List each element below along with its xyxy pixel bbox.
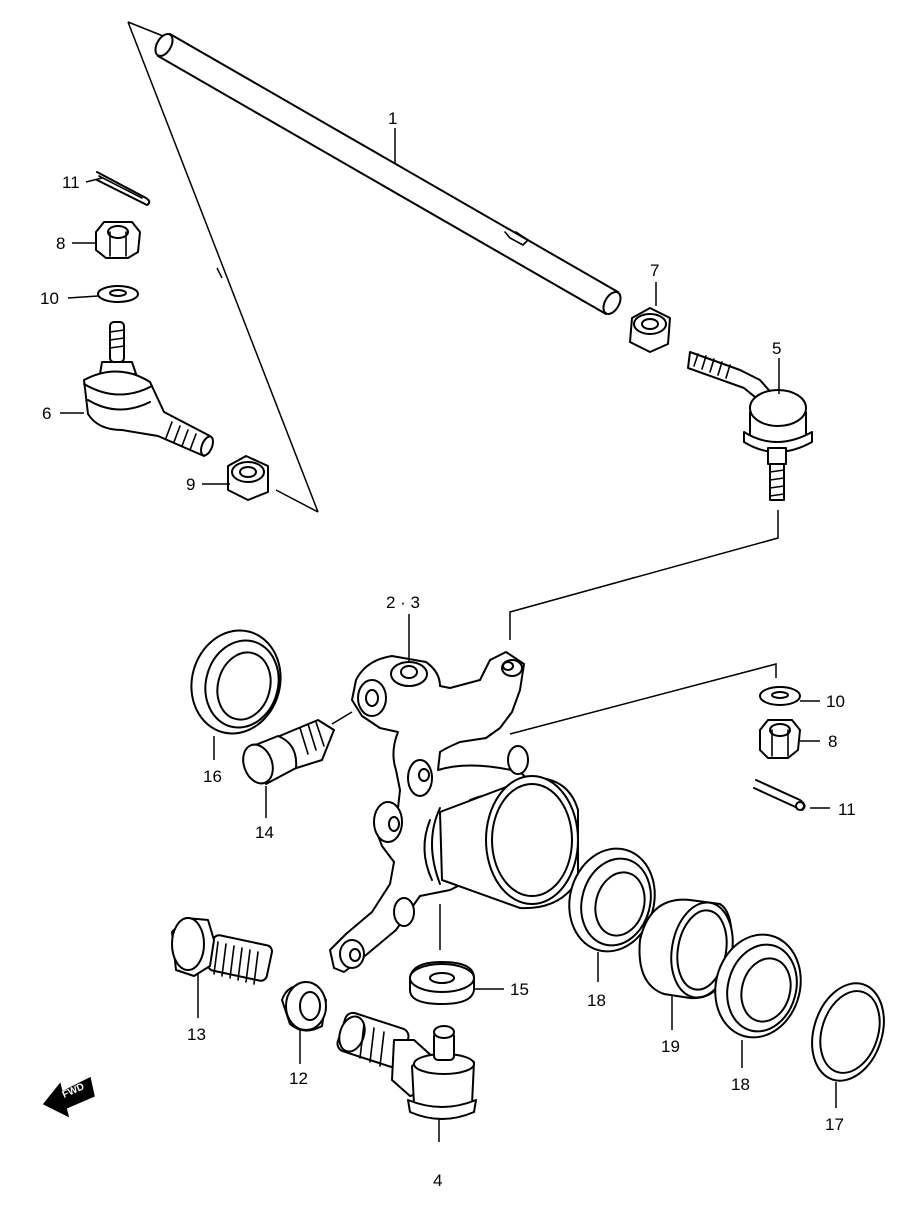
tie-rod-end-right [687, 351, 813, 501]
callout-4: 4 [433, 1171, 442, 1190]
callout-18-upper: 18 [587, 991, 606, 1010]
callout-11-right: 11 [838, 800, 856, 819]
callout-11-left: 11 [62, 173, 80, 192]
callout-6: 6 [42, 404, 51, 423]
oil-seal-lower [811, 982, 885, 1082]
callout-1: 1 [388, 109, 397, 128]
castle-nut-right [759, 719, 801, 759]
lock-nut-left [227, 455, 269, 501]
assembly-leader-upper [509, 510, 779, 640]
callout-16: 16 [203, 767, 222, 786]
flange-bolt [171, 917, 273, 985]
callout-12: 12 [289, 1069, 308, 1088]
callout-8-right: 8 [828, 732, 837, 751]
collar [281, 981, 327, 1032]
washer-right [759, 686, 801, 706]
callout-labels: 1 2 · 3 4 5 6 7 8 8 9 10 10 11 11 12 13 … [40, 109, 856, 1190]
tie-rod-end-left [83, 321, 214, 457]
oil-seal-upper [190, 629, 282, 735]
steering-knuckle [329, 651, 579, 973]
bearing-inner [568, 847, 656, 953]
cotter-pin-right [753, 779, 806, 811]
callout-9: 9 [186, 475, 195, 494]
lock-nut [629, 307, 671, 353]
callout-leaders [60, 128, 837, 1142]
assembly-leader-right [509, 663, 777, 735]
group-bracket-upper [127, 21, 319, 513]
bearing-outer [714, 933, 802, 1039]
forward-arrow-icon: FWD [42, 1076, 95, 1118]
callout-7: 7 [650, 261, 659, 280]
tie-rod [154, 33, 622, 315]
castle-nut-left [95, 221, 141, 259]
callout-17: 17 [825, 1115, 844, 1134]
leader-knuckle-bolt [331, 711, 353, 725]
ball-joint [336, 1011, 477, 1120]
washer-left [97, 285, 139, 303]
cotter-pin-left [96, 171, 151, 206]
pivot-bolt [242, 719, 335, 785]
callout-19: 19 [661, 1037, 680, 1056]
callout-5: 5 [772, 339, 781, 358]
callout-10-left: 10 [40, 289, 59, 308]
callout-8-left: 8 [56, 234, 65, 253]
callout-13: 13 [187, 1025, 206, 1044]
thrust-washer [409, 961, 475, 1005]
callout-10-right: 10 [826, 692, 845, 711]
callout-14: 14 [255, 823, 274, 842]
callout-2-3: 2 · 3 [386, 593, 420, 612]
callout-15: 15 [510, 980, 529, 999]
callout-18-lower: 18 [731, 1075, 750, 1094]
